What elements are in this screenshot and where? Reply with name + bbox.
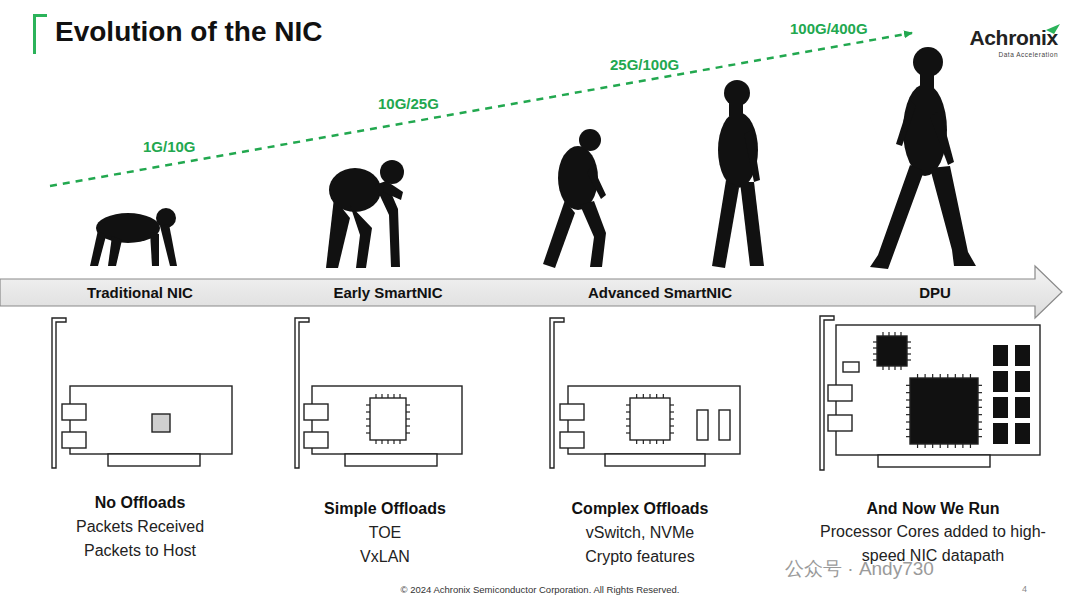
copyright-footer: © 2024 Achronix Semiconductor Corporatio… — [401, 584, 680, 595]
memory-chips — [993, 345, 1030, 444]
offload-heading: And Now We Run — [866, 500, 999, 518]
offload-detail: Crypto features — [585, 548, 694, 566]
accent-bar — [33, 14, 47, 17]
nic-card — [52, 318, 232, 468]
speed-label: 10G/25G — [378, 95, 439, 112]
offload-detail: vSwitch, NVMe — [586, 524, 694, 542]
evolution-silhouettes — [90, 47, 976, 269]
dpu-card — [820, 316, 1040, 470]
offload-detail: TOE — [369, 524, 402, 542]
offload-heading: No Offloads — [95, 494, 186, 512]
timeline-band — [0, 266, 1062, 318]
nic-card — [295, 318, 462, 468]
company-logo: Achronix — [969, 26, 1058, 50]
chip-pins — [366, 332, 982, 448]
nic-card — [550, 318, 740, 468]
slide-title: Evolution of the NIC — [55, 16, 323, 48]
stage-name: Advanced SmartNIC — [588, 284, 732, 301]
offload-detail: Packets to Host — [84, 542, 196, 560]
stage-name: Traditional NIC — [87, 284, 193, 301]
watermark: 公众号 · Andy730 — [785, 556, 934, 582]
speed-label: 25G/100G — [610, 56, 679, 73]
offload-detail: Packets Received — [76, 518, 204, 536]
speed-label: 100G/400G — [790, 20, 868, 37]
logo-tagline: Data Acceleration — [999, 51, 1058, 58]
offload-heading: Simple Offloads — [324, 500, 446, 518]
speed-label: 1G/10G — [143, 138, 196, 155]
stage-name: DPU — [919, 284, 951, 301]
offload-heading: Complex Offloads — [572, 500, 709, 518]
stage-name: Early SmartNIC — [333, 284, 442, 301]
speed-trend-arrow — [50, 33, 912, 186]
page-number: 4 — [1022, 584, 1027, 594]
offload-detail: VxLAN — [360, 548, 410, 566]
accent-bar — [33, 14, 36, 54]
